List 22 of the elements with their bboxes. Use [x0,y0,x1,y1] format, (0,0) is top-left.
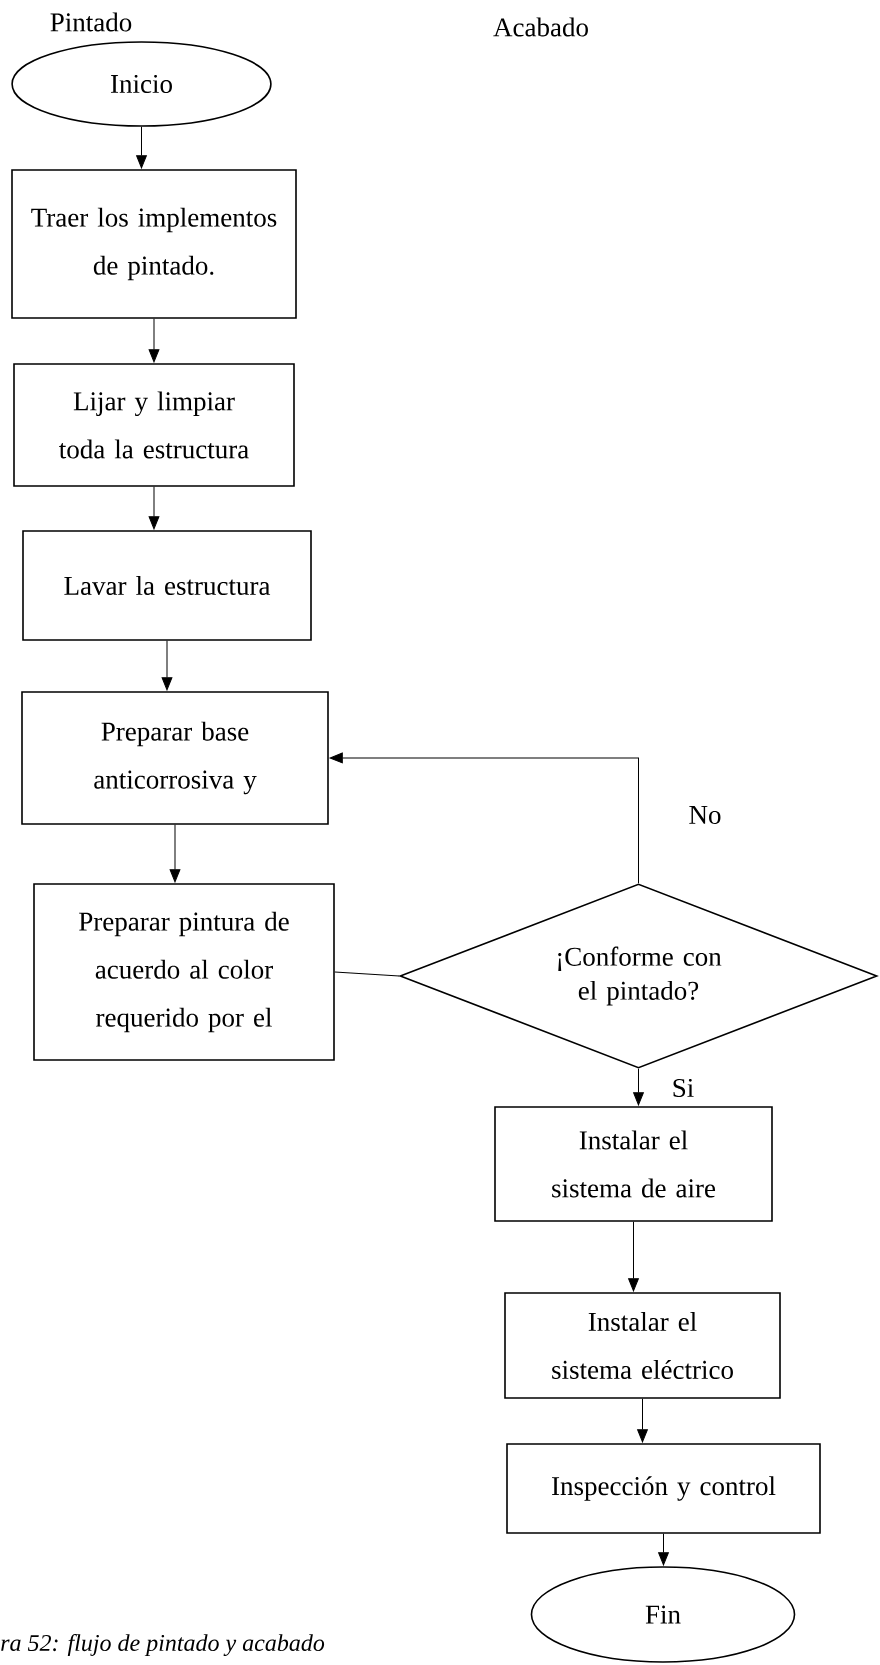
arrow [628,1221,639,1292]
arrow [637,1398,648,1443]
process-box: Preparar pintura de acuerdo al color requerido por el [33,883,335,1061]
process-box: Lavar la estructura [22,530,312,641]
arrow [169,824,181,883]
arrow [148,318,160,363]
process-box: Lijar y limpiar toda la estructura [13,363,295,487]
arrow [136,126,147,169]
arrow [161,640,173,691]
edge-label: Si [670,1077,696,1099]
process-box: Inspección y control [506,1443,821,1534]
arrow [633,1068,644,1106]
process-box: Instalar el sistema eléctrico [504,1292,781,1399]
arrow [148,486,160,530]
process-box: Preparar base anticorrosiva y [21,691,329,825]
process-box: Traer los implementos de pintado. [11,169,297,319]
edge-label: No [687,805,723,825]
arrow [329,752,639,884]
process-box: Instalar el sistema de aire [494,1106,773,1222]
arrow [658,1533,669,1566]
figure-caption: ra 52: flujo de pintado y acabado [1,1633,325,1656]
column-heading: Acabado [493,17,588,37]
